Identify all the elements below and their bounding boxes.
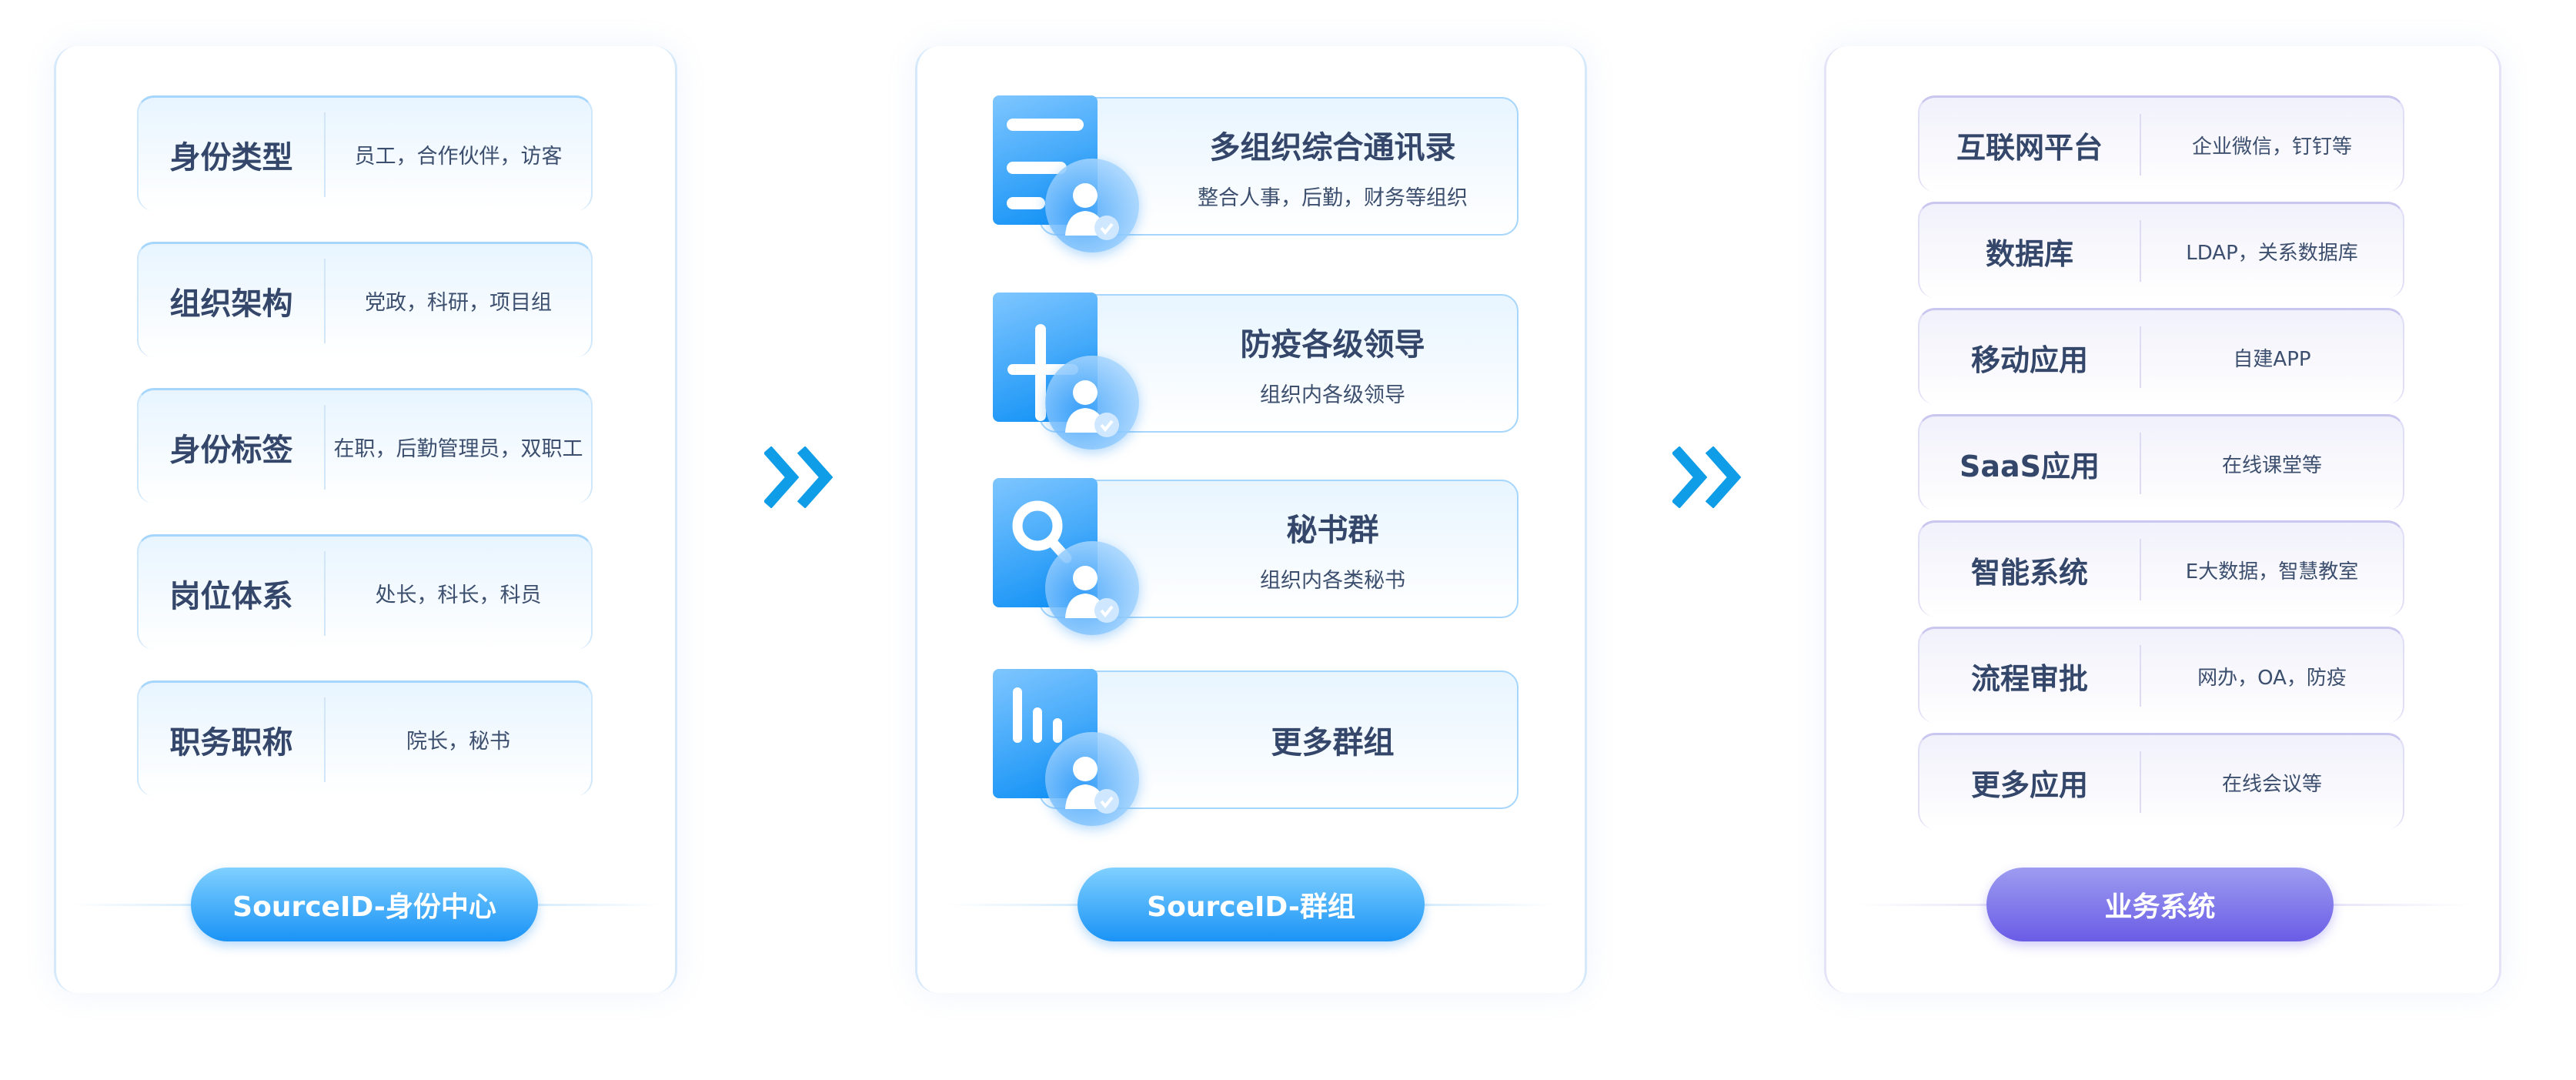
double-chevron-right-icon [764,446,834,508]
groups-button[interactable]: SourceID-群组 [1078,868,1425,941]
business-card: 更多应用 在线会议等 [1918,733,2404,829]
card-desc: 网办，OA，防疫 [2197,666,2347,690]
card-desc: 在线会议等 [2221,772,2322,796]
card-title: 秘书群 [1286,512,1379,548]
business-card: 移动应用 自建APP [1918,308,2404,404]
card-desc: 院长，秘书 [406,730,510,754]
card-desc: E大数据，智慧教室 [2185,560,2359,583]
business-systems-button[interactable]: 业务系统 [1986,868,2334,941]
identity-card: 组织架构 党政，科研，项目组 [137,242,593,357]
verified-user-icon [1045,159,1139,252]
identity-card: 职务职称 院长，秘书 [137,680,593,796]
divider [2140,114,2141,176]
card-title: 身份类型 [169,139,293,176]
business-card: 数据库 LDAP，关系数据库 [1918,202,2404,298]
verified-user-icon [1045,356,1139,450]
divider [324,697,326,782]
divider [324,258,326,343]
group-card: 秘书群组织内各类秘书 [993,478,1519,635]
card-title: 数据库 [1985,236,2073,271]
double-chevron-right-icon [1672,446,1742,508]
card-title: 更多应用 [1970,767,2088,802]
card-desc: 整合人事，后勤，财务等组织 [1198,186,1468,210]
card-title: 身份标签 [169,432,293,468]
divider [2140,433,2141,494]
divider [324,550,326,636]
card-title: 智能系统 [1970,555,2088,590]
card-title: SaaS应用 [1959,449,2100,483]
identity-card: 岗位体系 处长，科长，科员 [137,534,593,650]
divider [2140,645,2141,707]
identity-card: 身份类型 员工，合作伙伴，访客 [137,95,593,211]
card-title: 多组织综合通讯录 [1209,129,1456,166]
divider [324,112,326,197]
card-desc: 在职，后勤管理员，双职工 [333,437,583,461]
card-desc: 党政，科研，项目组 [365,291,552,315]
group-card: 防疫各级领导组织内各级领导 [993,293,1519,450]
business-card: 流程审批 网办，OA，防疫 [1918,627,2404,723]
card-desc: 员工，合作伙伴，访客 [354,145,563,169]
verified-user-icon [1045,732,1139,826]
divider [2140,751,2141,813]
identity-card: 身份标签 在职，后勤管理员，双职工 [137,388,593,503]
card-desc: 组织内各级领导 [1260,383,1405,407]
card-desc: 处长，科长，科员 [375,583,542,607]
card-title: 防疫各级领导 [1240,326,1425,363]
card-desc: 自建APP [2233,347,2311,371]
card-desc: LDAP，关系数据库 [2186,241,2358,265]
divider [2140,326,2141,388]
card-title: 岗位体系 [169,578,293,614]
divider [2140,220,2141,282]
identity-center-button[interactable]: SourceID-身份中心 [191,868,538,941]
card-title: 职务职称 [169,724,293,761]
business-card: 互联网平台 企业微信，钉钉等 [1918,95,2404,192]
verified-user-icon [1045,541,1139,635]
card-desc: 企业微信，钉钉等 [2191,135,2352,159]
group-card: 多组织综合通讯录整合人事，后勤，财务等组织 [993,95,1519,252]
card-desc: 在线课堂等 [2221,453,2322,477]
card-title: 流程审批 [1970,661,2088,696]
card-desc: 组织内各类秘书 [1260,568,1405,593]
card-title: 更多群组 [1271,725,1395,761]
business-card: 智能系统 E大数据，智慧教室 [1918,520,2404,617]
card-title: 组织架构 [169,286,293,322]
divider [2140,539,2141,600]
business-card: SaaS应用 在线课堂等 [1918,414,2404,510]
divider [324,404,326,490]
card-title: 移动应用 [1970,343,2088,377]
group-card: 更多群组 [993,669,1519,826]
card-title: 互联网平台 [1956,130,2103,165]
